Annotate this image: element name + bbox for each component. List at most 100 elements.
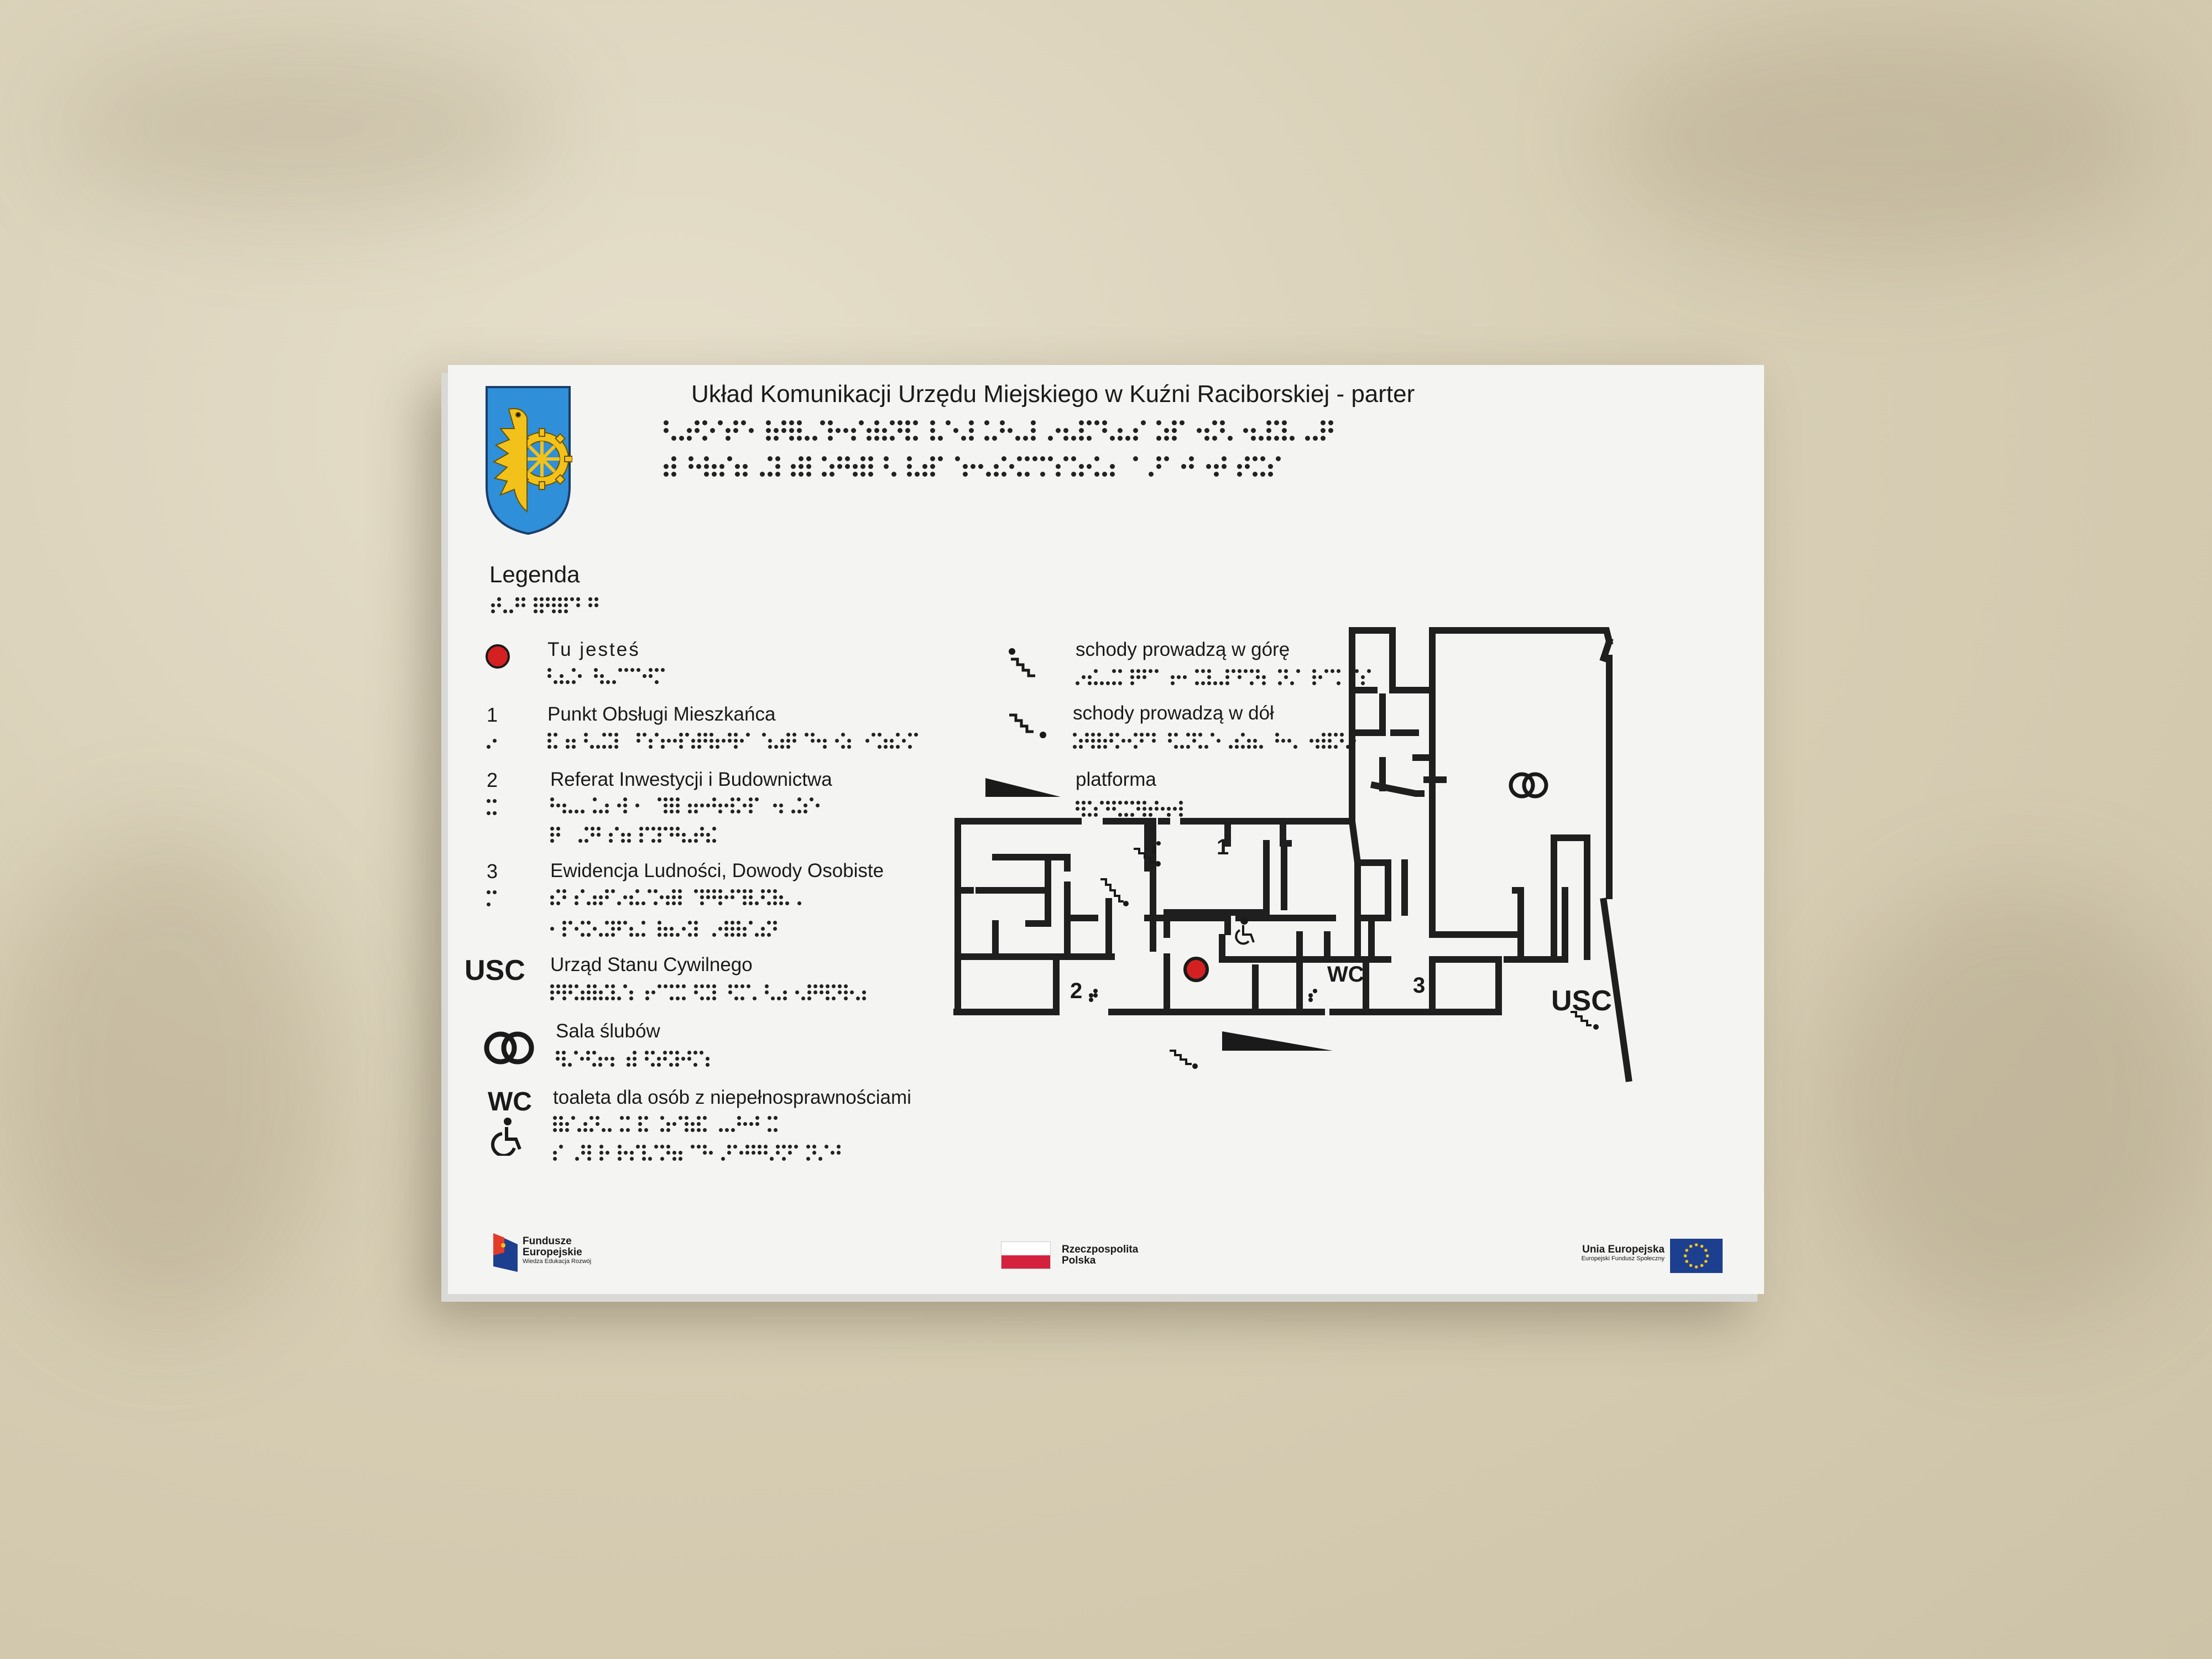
braille-cell-group bbox=[487, 733, 497, 749]
map-room-3-label: 3 bbox=[1413, 973, 1426, 998]
wall bbox=[1252, 964, 1325, 1015]
wall bbox=[1389, 627, 1614, 693]
wall bbox=[1348, 817, 1361, 963]
legend-braille bbox=[550, 827, 716, 843]
braille-cell-group bbox=[627, 1051, 709, 1067]
braille-cell-group bbox=[688, 456, 748, 477]
legend-braille bbox=[553, 1116, 778, 1132]
map-room-2-label: 2 bbox=[1070, 979, 1083, 1003]
title-braille-line-2 bbox=[664, 456, 1281, 477]
braille-cell-group bbox=[550, 827, 560, 843]
legend-braille bbox=[1073, 733, 1356, 749]
coat-of-arms-icon bbox=[486, 386, 572, 535]
legend-braille bbox=[556, 1051, 709, 1067]
legend-braille bbox=[1076, 669, 1371, 685]
braille-cell-group bbox=[719, 1116, 778, 1132]
braille-cell-group bbox=[553, 1116, 648, 1132]
wall bbox=[1219, 909, 1231, 963]
braille-cell-group bbox=[645, 984, 716, 1000]
eu-flag-icon bbox=[1670, 1239, 1723, 1273]
braille-cell-group bbox=[1048, 420, 1185, 441]
legend-number-3: 3 bbox=[487, 860, 498, 883]
legend-braille bbox=[550, 797, 826, 813]
legend-braille bbox=[547, 668, 665, 684]
stairs-down-icon bbox=[1009, 713, 1046, 738]
braille-cell-group bbox=[930, 420, 1036, 441]
wall bbox=[1103, 818, 1151, 872]
legend-number-braille bbox=[487, 890, 497, 906]
braille-cell-group bbox=[594, 668, 665, 684]
floor-plan bbox=[953, 627, 1632, 1082]
map-platform-icon bbox=[1222, 1031, 1333, 1051]
legend-braille bbox=[550, 921, 777, 937]
braille-cell-group bbox=[550, 797, 645, 813]
legend-wc-label: toaleta dla osób z niepełnosprawnościami bbox=[553, 1087, 911, 1108]
braille-cell-group bbox=[658, 921, 777, 937]
you-are-here-marker-icon bbox=[486, 644, 510, 669]
wall bbox=[1354, 859, 1391, 921]
legend-usc-label: Urząd Stanu Cywilnego bbox=[550, 954, 753, 975]
braille-cell-group bbox=[1206, 456, 1281, 477]
wall bbox=[1379, 693, 1419, 736]
braille-cell-group bbox=[728, 984, 872, 1000]
braille-cell-group bbox=[1181, 456, 1194, 477]
braille-cell-group bbox=[572, 827, 716, 843]
braille-cell-group bbox=[1278, 669, 1300, 685]
rp-logo-line1: Rzeczpospolita bbox=[1062, 1244, 1139, 1255]
fundusze-europejskie-logo-icon bbox=[493, 1233, 518, 1272]
braille-cell-group bbox=[575, 1145, 841, 1161]
braille-cell-group bbox=[491, 597, 598, 613]
braille-cell-group bbox=[955, 456, 1169, 477]
legend-number-1: 1 bbox=[487, 703, 498, 726]
braille-cell-group bbox=[547, 668, 582, 684]
legend-heading: Legenda bbox=[489, 561, 580, 587]
braille-cell-group bbox=[487, 799, 497, 815]
wall bbox=[954, 953, 1060, 1015]
wall bbox=[1340, 627, 1396, 825]
braille-cell-group bbox=[664, 456, 676, 477]
map-wheelchair-icon bbox=[1235, 917, 1255, 945]
legend-braille bbox=[550, 889, 801, 905]
legend-ewidencja-label: Ewidencja Ludności, Dowody Osobiste bbox=[550, 860, 884, 881]
legend-braille bbox=[547, 733, 918, 749]
legend-braille bbox=[553, 1145, 841, 1161]
braille-cell-group bbox=[1076, 801, 1183, 817]
braille-cell-group bbox=[556, 1051, 614, 1067]
stairs-up-icon bbox=[1009, 648, 1035, 677]
wall bbox=[1551, 834, 1585, 963]
map-usc-label: USC bbox=[1551, 985, 1612, 1017]
ue-logo-sub: Europejski Fundusz Społeczny bbox=[1581, 1255, 1665, 1262]
ue-logo-line1: Unia Europejska bbox=[1582, 1244, 1665, 1255]
legend-stairs-up-label: schody prowadzą w górę bbox=[1076, 639, 1290, 660]
braille-cell-group bbox=[487, 890, 497, 906]
legend-usc-symbol: USC bbox=[465, 954, 525, 987]
wall bbox=[1164, 840, 1270, 938]
platform-icon bbox=[985, 778, 1061, 797]
legend-stairs-down-label: schody prowadzą w dół bbox=[1073, 702, 1274, 724]
braille-cell-group bbox=[1275, 733, 1297, 749]
braille-cell-group bbox=[553, 1145, 563, 1161]
wall bbox=[1349, 687, 1386, 736]
map-wc-label: WC bbox=[1327, 962, 1364, 987]
legend-braille bbox=[550, 984, 872, 1000]
braille-cell-group bbox=[630, 733, 750, 749]
legend-number-braille bbox=[487, 733, 497, 749]
background-shadow bbox=[1604, 22, 2157, 254]
legend-number-braille bbox=[487, 799, 497, 815]
map-stairs-icon bbox=[1100, 848, 1592, 1065]
sign-title: Układ Komunikacji Urzędu Miejskiego w Ku… bbox=[691, 380, 1415, 408]
map-room-1-label: 1 bbox=[1217, 835, 1229, 859]
map-wedding-rings-icon bbox=[1509, 772, 1535, 799]
wall bbox=[1599, 637, 1614, 662]
wall bbox=[1512, 887, 1524, 943]
legend-platform-label: platforma bbox=[1076, 769, 1156, 790]
braille-cell-group bbox=[550, 984, 633, 1000]
rp-logo-line2: Polska bbox=[1062, 1255, 1096, 1266]
braille-cell-group bbox=[1168, 733, 1263, 749]
wall bbox=[1600, 898, 1632, 1082]
braille-cell-group bbox=[1076, 669, 1159, 685]
braille-cell-group bbox=[1073, 733, 1156, 749]
braille-cell-group bbox=[694, 889, 801, 905]
legend-punkt-obslugi-label: Punkt Obsługi Mieszkańca bbox=[547, 703, 776, 725]
background-shadow bbox=[1825, 885, 2212, 1327]
